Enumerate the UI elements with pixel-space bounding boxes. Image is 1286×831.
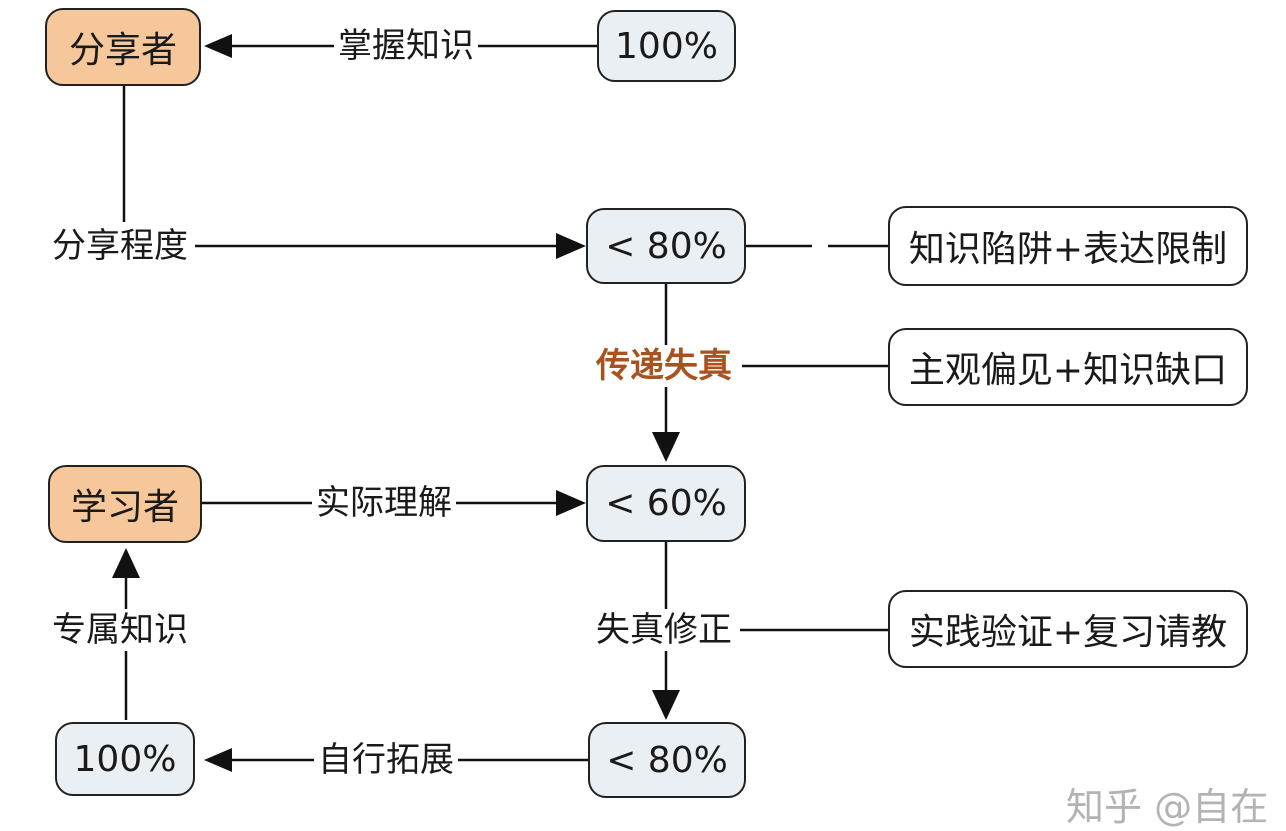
edge-label-grasp: 掌握知识 bbox=[334, 25, 478, 67]
pct-node-bottom: 100% bbox=[55, 722, 195, 796]
edge-label-exclusive: 专属知识 bbox=[48, 609, 192, 651]
edge-label-extension: 自行拓展 bbox=[314, 739, 458, 781]
pct-node-80-lower: < 80% bbox=[588, 722, 746, 798]
arrowhead-right-icon bbox=[556, 490, 586, 516]
pct-node-80-upper: < 80% bbox=[586, 208, 746, 284]
sharer-node: 分享者 bbox=[45, 8, 201, 86]
note-knowledge-trap: 知识陷阱+表达限制 bbox=[888, 206, 1248, 286]
arrowhead-down-icon bbox=[652, 432, 680, 462]
edge-label-share-degree: 分享程度 bbox=[48, 225, 192, 267]
note-subjective-bias: 主观偏见+知识缺口 bbox=[888, 328, 1248, 406]
arrowhead-right-icon bbox=[556, 233, 586, 259]
pct-node-60: < 60% bbox=[586, 465, 746, 542]
note-practice-verify: 实践验证+复习请教 bbox=[888, 590, 1248, 668]
arrowhead-left-icon bbox=[204, 748, 232, 772]
watermark: 知乎 @自在 bbox=[1066, 785, 1269, 829]
pct-node-top: 100% bbox=[597, 10, 736, 82]
learner-node: 学习者 bbox=[48, 465, 202, 543]
edge-label-distortion: 传递失真 bbox=[592, 345, 736, 387]
edge-label-correction: 失真修正 bbox=[592, 609, 736, 651]
edge-label-understanding: 实际理解 bbox=[312, 482, 456, 524]
arrowhead-down-icon bbox=[652, 690, 680, 720]
arrowhead-up-icon bbox=[112, 548, 140, 578]
arrowhead-left-icon bbox=[204, 34, 232, 58]
